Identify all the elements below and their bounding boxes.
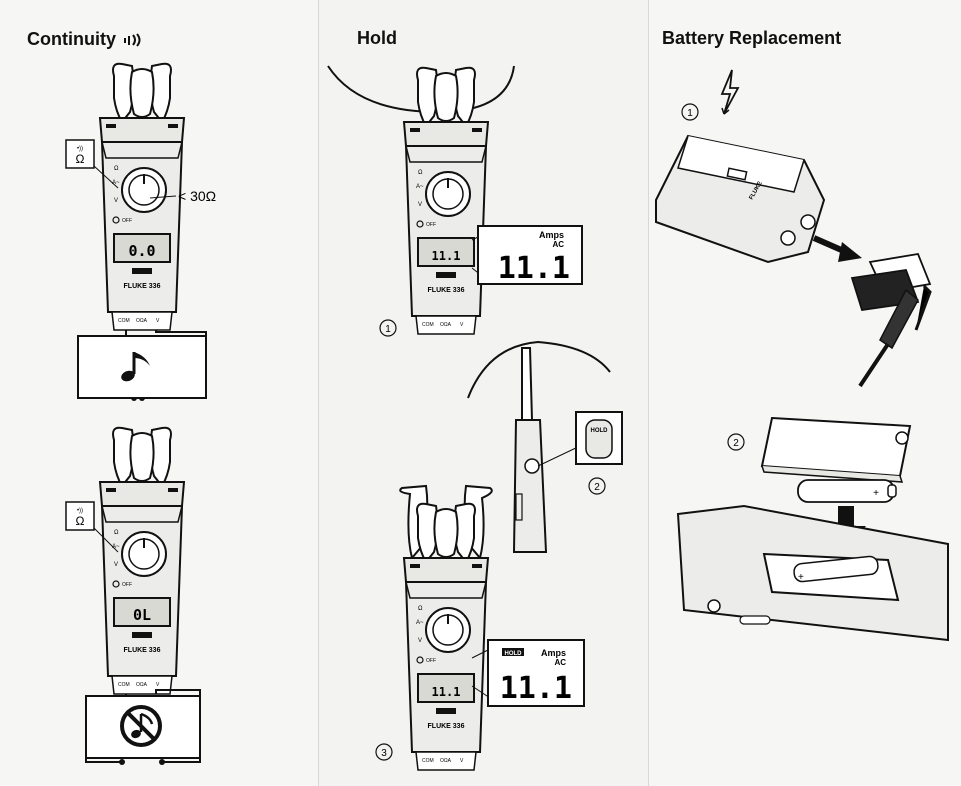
resistance-threshold-label: < 30Ω [178, 188, 216, 204]
hold-step-3: 3 [381, 748, 387, 759]
lower-meter-reading: 0L [133, 606, 151, 624]
svg-text:+: + [873, 488, 879, 499]
clamp-meter-hold-1: 11.1 [403, 66, 489, 335]
battery-step-2: 2 [733, 438, 739, 449]
upper-result-box [77, 335, 207, 399]
hold-unit-label-1: Amps [539, 230, 564, 240]
clamp-meter-hold-3: 11.1 [399, 484, 493, 771]
test-lead-plugs [850, 252, 932, 388]
step-3-marker [375, 743, 393, 761]
hold-button-icon [585, 419, 613, 459]
page-fold [318, 0, 319, 786]
battery-illustrations: 1 FLUKE 2 + [655, 69, 949, 642]
hold-illustrations: 11.1 Amps AC 11.1 1 HOLD 2 11.1 HOLD Amp… [327, 65, 623, 771]
sound-wave-icon [124, 33, 141, 47]
hold-big-reading-3: 11.1 [500, 671, 572, 706]
hold-display-zoom-1 [477, 225, 583, 285]
battery-step-1-marker [681, 103, 699, 121]
continuity-title: Continuity [27, 29, 116, 49]
no-sound-icon [120, 705, 162, 747]
hold-indicator-badge [502, 648, 524, 656]
hold-meter-small-reading-3: 11.1 [432, 685, 461, 699]
continuity-callout-upper: •)) Ω [65, 139, 177, 199]
svg-text:+: + [798, 572, 804, 583]
hold-meter-small-reading-1: 11.1 [432, 249, 461, 263]
lightning-bolt-icon [720, 69, 740, 115]
music-note-icon [121, 352, 150, 382]
hold-step-2: 2 [594, 482, 600, 493]
hold-heading: Hold [357, 28, 397, 48]
battery-icon: + [797, 479, 897, 503]
continuity-illustrations: 0.0 •)) Ω < 30Ω 0L •)) Ω [65, 62, 216, 765]
hold-mode-label-3: AC [554, 658, 566, 667]
continuity-symbol-lower: Ω [76, 514, 85, 528]
hold-step-1: 1 [385, 324, 391, 335]
continuity-heading: Continuity [27, 29, 143, 50]
clamp-meter-side-view [512, 347, 548, 553]
hold-mode-label-1: AC [552, 240, 564, 249]
battery-cover [760, 416, 912, 483]
page-fold [648, 0, 649, 786]
battery-heading: Battery Replacement [662, 28, 842, 48]
hold-indicator-text: HOLD [505, 651, 523, 657]
upper-meter-reading: 0.0 [128, 242, 155, 260]
battery-step-1: 1 [687, 108, 693, 119]
continuity-symbol: Ω [76, 152, 85, 166]
hold-big-reading-1: 11.1 [498, 251, 570, 286]
continuity-callout-lower: •)) Ω [65, 501, 119, 553]
hold-unit-label-3: Amps [541, 648, 566, 658]
battery-panel [648, 0, 961, 786]
hold-button-label: HOLD [591, 428, 609, 434]
meter-bottom-view: FLUKE [655, 134, 826, 264]
clamp-meter-upper: 0.0 [99, 62, 185, 331]
step-2-marker [588, 477, 606, 495]
step-1-marker [379, 319, 397, 337]
svg-text:•)): •)) [77, 146, 83, 152]
svg-text:•)): •)) [77, 508, 83, 514]
clamp-meter-lower: 0L [99, 426, 185, 695]
meter-battery-compartment: + [676, 504, 949, 642]
battery-step-2-marker [727, 433, 745, 451]
